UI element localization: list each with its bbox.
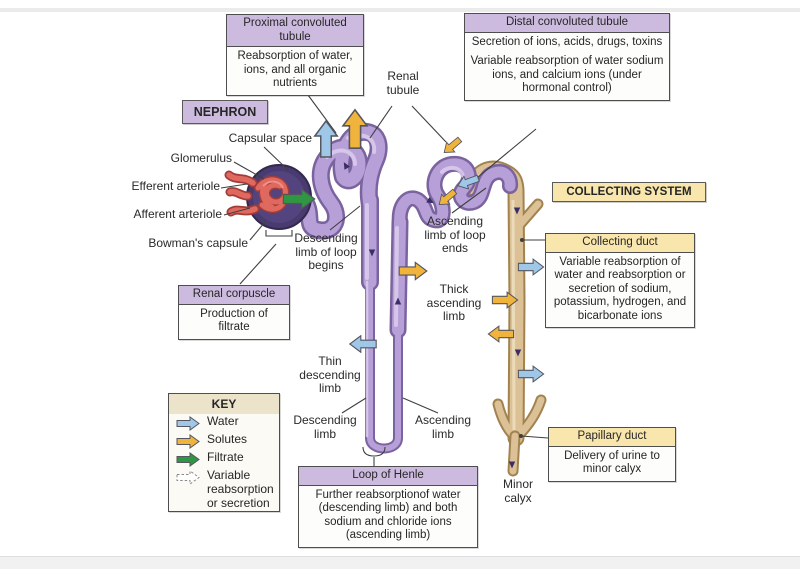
renal-tubule-label: Renal tubule (386, 69, 420, 97)
proximal-tubule-box: Proximal convoluted tubule Reabsorption … (226, 14, 364, 96)
key-item-variable: Variable reabsorption or secretion (169, 468, 279, 511)
key-item-label: Variable reabsorption or secretion (207, 468, 274, 510)
distal-tubule-body-2: Variable reabsorption of water sodium io… (470, 55, 664, 95)
nephron-tag-label: NEPHRON (193, 105, 257, 119)
collecting-duct-title: Collecting duct (546, 234, 694, 253)
water-arrow-icon (176, 416, 200, 431)
loop-of-henle-title: Loop of Henle (299, 467, 477, 486)
key-item-label: Solutes (207, 432, 248, 446)
collecting-system-tag: COLLECTING SYSTEM (552, 182, 706, 202)
renal-corpuscle-box: Renal corpuscle Production of filtrate (178, 285, 290, 340)
papillary-duct-box: Papillary duct Delivery of urine to mino… (548, 427, 676, 482)
key-item-label: Filtrate (207, 450, 244, 464)
capsular-space-label: Capsular space (228, 131, 312, 145)
papillary-duct-body: Delivery of urine to minor calyx (564, 449, 660, 476)
minor-calyx-label: Minor calyx (502, 477, 533, 505)
key-legend: KEY Water Solutes Filtrate Variable reab… (168, 393, 280, 513)
filtrate-arrow-icon (176, 452, 200, 467)
nephron-tag: NEPHRON (182, 100, 268, 124)
thick-ascending-limb-label: Thick ascending limb (426, 282, 482, 324)
proximal-tubule-title: Proximal convoluted tubule (227, 15, 363, 48)
efferent-arteriole-label: Efferent arteriole (131, 179, 221, 193)
glomerulus-label: Glomerulus (170, 151, 232, 165)
distal-tubule-title: Distal convoluted tubule (465, 14, 669, 33)
distal-tubule-body-1: Secretion of ions, acids, drugs, toxins (471, 35, 663, 48)
descending-limb-begins-label: Descending limb of loop begins (294, 231, 358, 273)
distal-tubule-box: Distal convoluted tubule Secretion of io… (464, 13, 670, 101)
renal-corpuscle-body: Production of filtrate (200, 307, 268, 334)
solutes-arrow (439, 134, 465, 158)
loop-of-henle-box: Loop of Henle Further reabsorptionof wat… (298, 466, 478, 548)
collecting-duct-box: Collecting duct Variable reabsorption of… (545, 233, 695, 329)
bowmans-capsule-label: Bowman's capsule (148, 236, 248, 250)
top-divider (0, 8, 800, 12)
proximal-tubule-body: Reabsorption of water, ions, and all org… (237, 50, 353, 90)
variable-arrow-icon (176, 470, 200, 485)
key-item-solutes: Solutes (169, 432, 279, 450)
ascending-limb-ends-label: Ascending limb of loop ends (424, 214, 486, 256)
key-item-filtrate: Filtrate (169, 450, 279, 468)
collecting-system-label: COLLECTING SYSTEM (566, 186, 692, 198)
leader-lines (220, 94, 549, 466)
papillary-duct-title: Papillary duct (549, 428, 675, 447)
afferent-arteriole-label: Afferent arteriole (133, 207, 223, 221)
loop-of-henle-body: Further reabsorptionof water (descending… (315, 488, 461, 542)
key-item-water: Water (169, 414, 279, 432)
bottom-divider (0, 556, 800, 569)
descending-limb-label: Descending limb (293, 413, 357, 441)
nephron-tube (294, 122, 519, 454)
ascending-limb-label: Ascending limb (414, 413, 472, 441)
thin-descending-limb-label: Thin descending limb (299, 354, 361, 396)
key-item-label: Water (207, 414, 239, 428)
key-title: KEY (169, 394, 279, 414)
collecting-duct-body: Variable reabsorption of water and reabs… (553, 255, 687, 322)
solutes-arrow-icon (176, 434, 200, 449)
renal-corpuscle-title: Renal corpuscle (179, 286, 289, 305)
